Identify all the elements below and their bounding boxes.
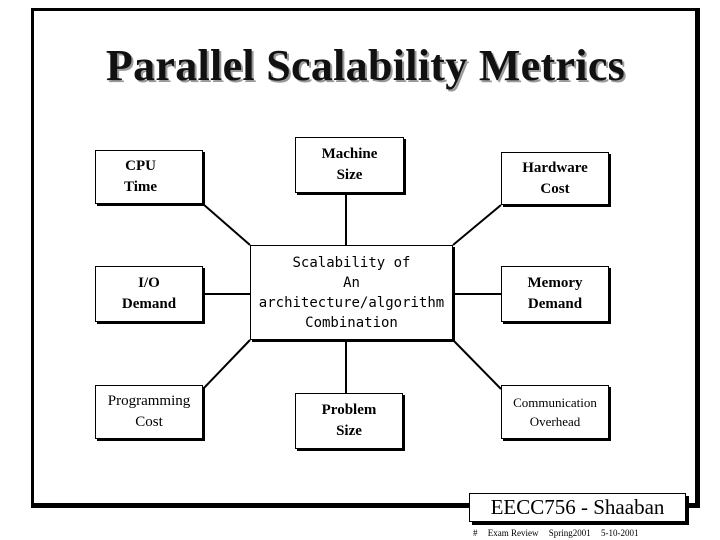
connector-programming-cost [202,339,251,390]
node-programming-cost: Programming Cost [95,385,203,439]
node-center-scalability: Scalability of An architecture/algorithm… [250,245,453,340]
node-machine-size-label: Machine Size [321,146,378,183]
node-hardware-cost: Hardware Cost [501,152,609,205]
connector-cpu-time [202,203,251,246]
node-io-demand-label: I/O Demand [121,275,177,312]
node-cpu-time-label: CPU Time [124,158,158,195]
slide-title: Parallel Scalability Metrics [105,41,626,90]
node-problem-size-label: Problem Size [321,402,377,439]
connector-hardware-cost [452,204,502,246]
node-memory-demand-label: Memory Demand [527,275,583,312]
node-cpu-time: CPU Time [95,150,203,204]
connector-communication-overhead [452,339,502,390]
node-communication-overhead-label: Communication Overhead [513,395,597,429]
slide-footer: # Exam Review Spring2001 5-10-2001 [473,528,713,538]
node-io-demand: I/O Demand [95,266,203,322]
footer-term: Spring2001 [548,528,591,538]
node-center-label: Scalability of An architecture/algorithm… [258,254,445,331]
footer-date: 5-10-2001 [601,528,639,538]
node-programming-cost-label: Programming Cost [107,393,191,430]
node-communication-overhead: Communication Overhead [501,385,609,439]
footer-course: Exam Review [487,528,539,538]
node-hardware-cost-label: Hardware Cost [522,159,588,197]
node-problem-size: Problem Size [295,393,403,449]
footer-slide-number: # [473,528,478,538]
node-memory-demand: Memory Demand [501,266,609,322]
course-badge: EECC756 - Shaaban [469,493,686,522]
node-machine-size: Machine Size [295,137,404,193]
